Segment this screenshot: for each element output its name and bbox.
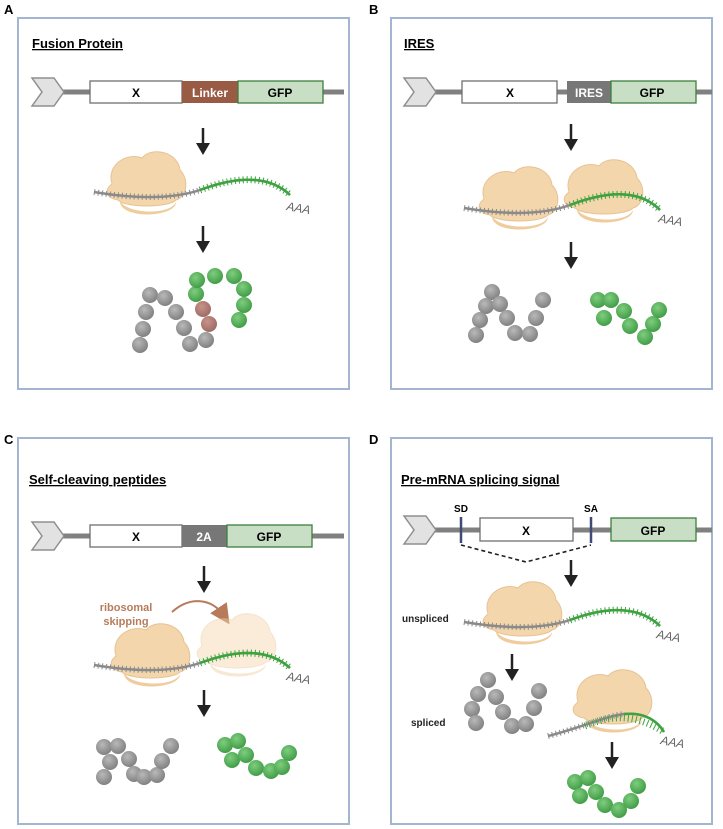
mrna-gfp-codons — [568, 190, 663, 213]
ires-box — [567, 81, 611, 103]
mrna-gfp-codons — [198, 649, 293, 671]
x-box-label: X — [522, 524, 530, 538]
spliced-label: spliced — [411, 718, 445, 729]
arrow-down-icon — [505, 654, 519, 681]
polya-tail-unspliced: AAA — [654, 627, 681, 645]
arrow-down-icon — [564, 124, 578, 151]
splice-junction-line — [460, 544, 592, 563]
skip-label-line2: skipping — [103, 616, 148, 628]
skip-arrow-icon — [171, 600, 230, 625]
mrna-gfp-codons — [568, 606, 663, 629]
p2a-box-label: 2A — [196, 530, 212, 544]
arrow-down-icon — [196, 226, 210, 253]
arrow-down-icon — [197, 690, 211, 717]
panel-d-title: Pre-mRNA splicing signal — [401, 472, 559, 487]
x-box-label: X — [506, 86, 514, 100]
sd-label: SD — [454, 504, 468, 515]
gfp-protein-beads — [590, 292, 667, 345]
gfp-box-label: GFP — [268, 86, 293, 100]
gfp-protein-beads — [217, 733, 297, 779]
mrna-codons — [547, 711, 625, 739]
arrow-down-icon — [564, 242, 578, 269]
arrow-down-icon — [605, 742, 619, 769]
gfp-box — [237, 80, 324, 104]
mrna-gfp-codons — [198, 176, 293, 198]
gfp-box — [610, 80, 697, 104]
arrow-down-icon — [197, 566, 211, 593]
gfp-box — [610, 517, 697, 542]
panel-b-title: IRES — [404, 36, 435, 51]
panel-c-title: Self-cleaving peptides — [29, 472, 166, 487]
panel-c: C Self-cleaving peptides X 2A GFP riboso… — [4, 432, 350, 825]
gfp-box-label: GFP — [641, 524, 666, 538]
panel-b: B IRES X IRES GFP AAA — [369, 2, 713, 390]
panel-a-title: Fusion Protein — [32, 36, 123, 51]
panel-b-letter: B — [369, 2, 378, 17]
fusion-protein-beads — [132, 268, 252, 353]
panel-d: D Pre-mRNA splicing signal SD SA X GFP u… — [369, 432, 713, 825]
sa-label: SA — [584, 504, 598, 515]
x-box-label: X — [132, 86, 140, 100]
polya-tail: AAA — [284, 669, 311, 687]
unspliced-label: unspliced — [402, 614, 449, 625]
protein-x-beads — [464, 672, 547, 734]
polya-tail: AAA — [656, 211, 683, 229]
linker-box-label: Linker — [192, 86, 228, 100]
skip-label-line1: ribosomal — [100, 602, 153, 614]
polya-tail-spliced: AAA — [658, 733, 685, 751]
panel-c-letter: C — [4, 432, 14, 447]
gfp-box-label: GFP — [640, 86, 665, 100]
panel-a: A Fusion Protein X Linker GFP AAA — [4, 2, 350, 390]
linker-box — [182, 81, 238, 103]
polya-tail: AAA — [284, 199, 311, 217]
panel-d-letter: D — [369, 432, 378, 447]
ires-box-label: IRES — [575, 86, 603, 100]
panel-c-frame — [17, 437, 350, 825]
x-box-label: X — [132, 530, 140, 544]
arrow-down-icon — [564, 560, 578, 587]
x-box — [479, 517, 574, 542]
protein-x-beads — [468, 284, 551, 343]
arrow-down-icon — [196, 128, 210, 155]
x-box — [461, 80, 558, 104]
mrna-codons — [463, 202, 572, 216]
gfp-box — [226, 524, 313, 548]
mrna-codons — [463, 617, 571, 630]
protein-x-beads — [96, 738, 179, 785]
panel-a-letter: A — [4, 2, 14, 17]
p2a-box — [182, 525, 227, 547]
gfp-box-label: GFP — [257, 530, 282, 544]
gfp-protein-beads — [567, 770, 646, 818]
mrna-codons — [93, 187, 201, 200]
mrna-codons — [93, 660, 201, 673]
